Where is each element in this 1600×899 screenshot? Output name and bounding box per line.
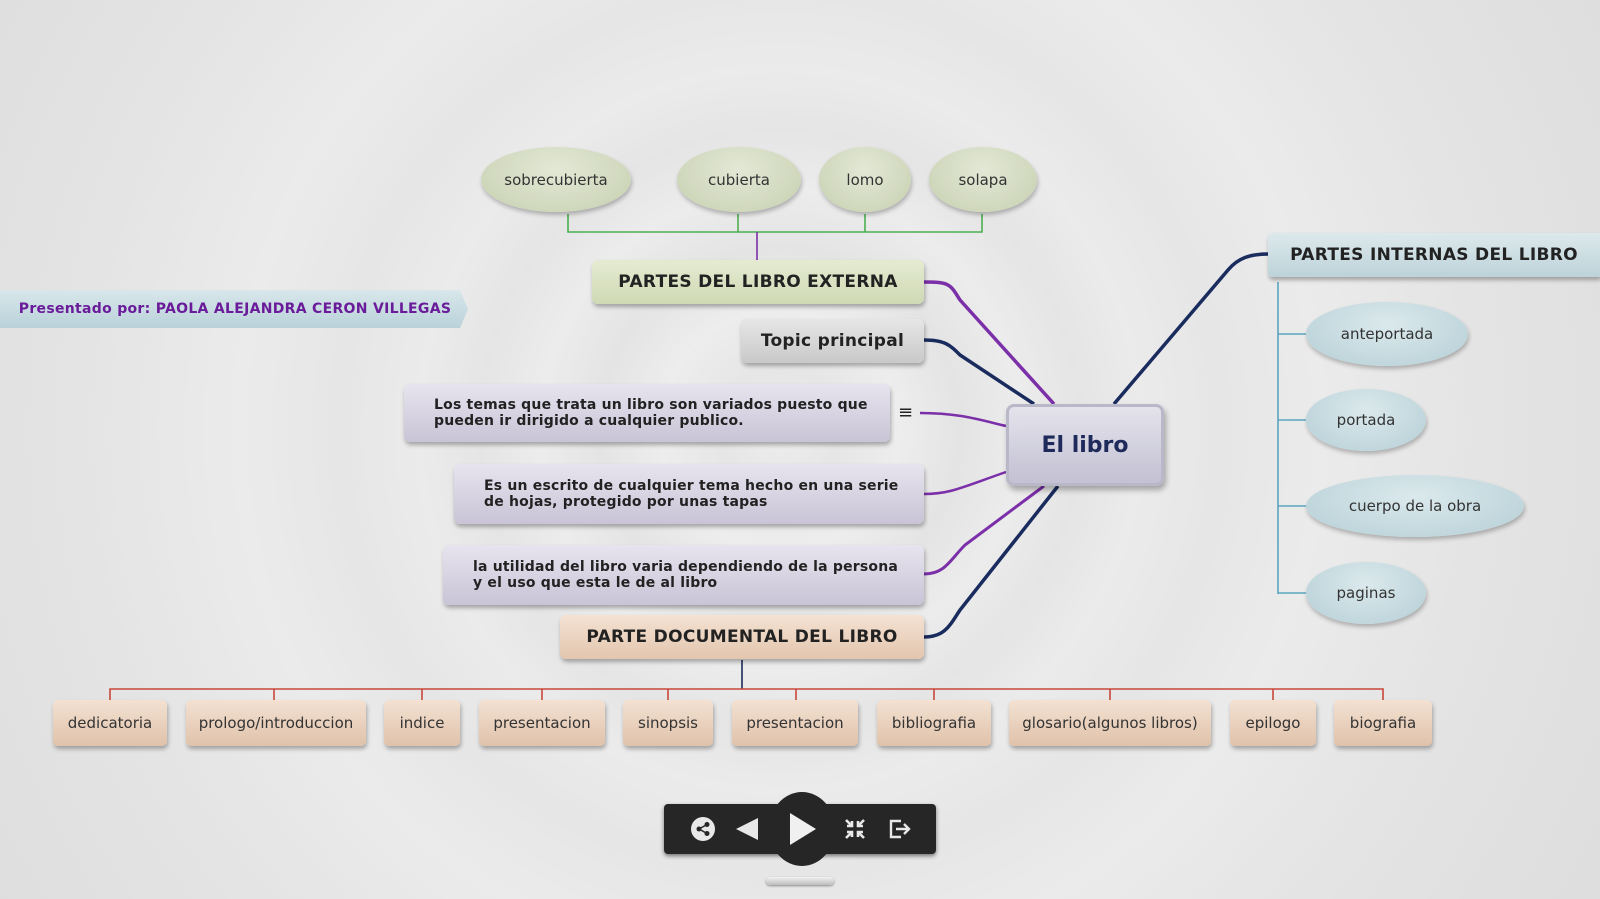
external-item-solapa[interactable]: solapa [929,147,1037,212]
previous-icon[interactable] [732,814,762,844]
exit-icon[interactable] [884,814,914,844]
documental-item-glosario[interactable]: glosario(algunos libros) [1009,700,1211,746]
share-icon[interactable] [688,814,718,844]
connector-internal-branch [1112,252,1269,406]
connector-documental-children [109,688,1384,700]
note-topic-themes[interactable]: Los temas que trata un libro son variado… [404,384,890,442]
menu-icon[interactable]: ≡ [898,402,914,423]
play-icon[interactable] [785,810,819,848]
fullscreen-exit-icon[interactable] [840,814,870,844]
note-topic-utility[interactable]: la utilidad del libro varia dependiendo … [443,545,924,605]
connector-documental-branch [923,484,1060,639]
connector-topic-branch [923,338,1035,406]
documental-item-bibliografia[interactable]: bibliografia [877,700,991,746]
internal-item-portada[interactable]: portada [1306,389,1426,451]
documental-item-presentacion-2[interactable]: presentacion [732,700,858,746]
external-item-lomo[interactable]: lomo [819,147,911,212]
external-item-cubierta[interactable]: cubierta [677,147,801,212]
documental-item-indice[interactable]: indice [384,700,460,746]
note-topic-definition[interactable]: Es un escrito de cualquier tema hecho en… [454,464,924,524]
bottom-drag-handle[interactable] [766,877,834,885]
internal-item-anteportada[interactable]: anteportada [1306,302,1468,366]
documental-item-presentacion-1[interactable]: presentacion [479,700,605,746]
documental-item-dedicatoria[interactable]: dedicatoria [53,700,167,746]
documental-item-sinopsis[interactable]: sinopsis [623,700,713,746]
external-item-sobrecubierta[interactable]: sobrecubierta [481,147,631,212]
connector-note-3 [923,484,1045,576]
connector-note-2 [923,470,1007,496]
external-parts-topic[interactable]: PARTES DEL LIBRO EXTERNA [592,260,924,304]
documental-parts-topic[interactable]: PARTE DOCUMENTAL DEL LIBRO [560,615,924,659]
presenter-banner[interactable]: Presentado por: PAOLA ALEJANDRA CERON VI… [0,290,468,328]
connector-external-children [567,214,983,233]
internal-item-paginas[interactable]: paginas [1306,562,1426,624]
connector-external-branch [923,280,1056,406]
connector-internal-children [1277,282,1306,594]
documental-item-biografia[interactable]: biografia [1334,700,1432,746]
central-topic[interactable]: El libro [1006,404,1164,486]
documental-item-prologo[interactable]: prologo/introduccion [186,700,366,746]
internal-parts-topic[interactable]: PARTES INTERNAS DEL LIBRO [1268,233,1600,277]
internal-item-cuerpo-de-la-obra[interactable]: cuerpo de la obra [1306,475,1524,537]
topic-principal[interactable]: Topic principal [741,319,924,363]
connector-note-1 [919,411,1007,428]
documental-item-epilogo[interactable]: epilogo [1230,700,1316,746]
